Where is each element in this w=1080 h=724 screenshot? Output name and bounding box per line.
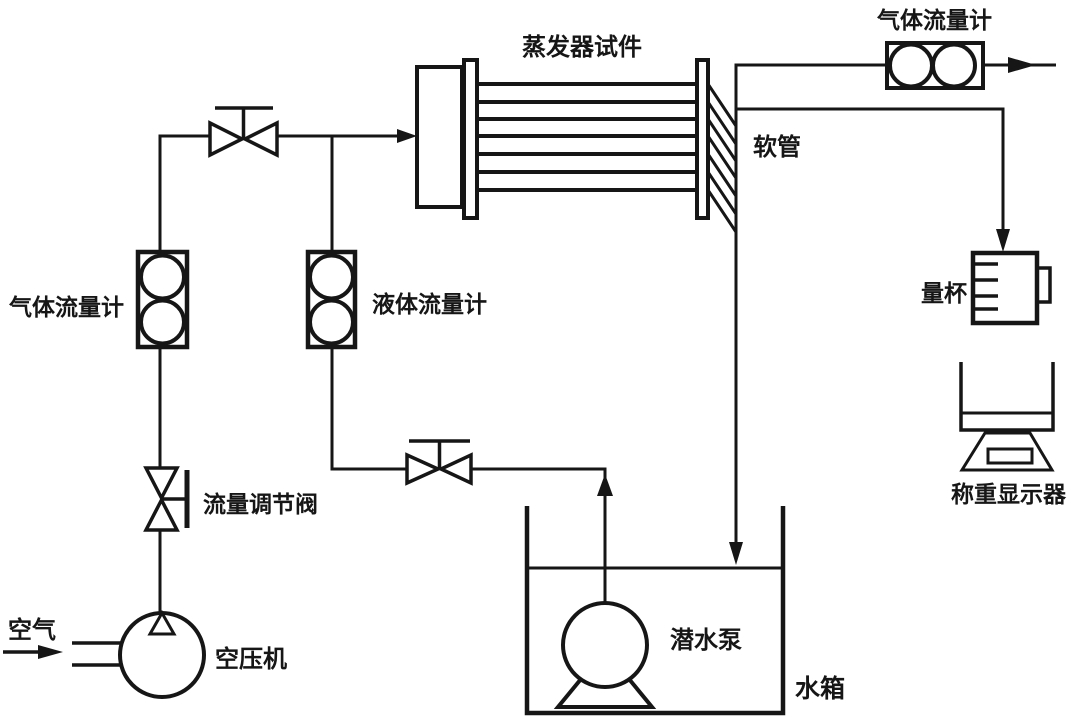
pump-base xyxy=(553,677,657,709)
hose-bundle xyxy=(706,83,738,233)
meter-roller-icon xyxy=(308,253,355,301)
evaporator-left-plate xyxy=(462,58,479,220)
valve-middle xyxy=(405,439,473,486)
label-gas-flow-meter-left: 气体流量计 xyxy=(8,294,124,320)
submersible-pump xyxy=(553,601,657,709)
pump-body xyxy=(561,601,649,689)
compressor-outlet-icon xyxy=(147,609,177,636)
valve-icon xyxy=(241,120,279,158)
arrow-air-inlet-icon xyxy=(38,645,63,659)
label-gas-flow-meter-top: 气体流量计 xyxy=(876,7,992,33)
scale-container xyxy=(959,362,1055,432)
evaporator-header-box xyxy=(415,65,464,209)
scale-readout xyxy=(986,447,1034,465)
gas-flow-meter-top xyxy=(885,41,985,90)
evaporator-test-section xyxy=(415,58,738,233)
label-liquid-flow-meter: 液体流量计 xyxy=(372,291,487,317)
label-submersible-pump: 潜水泵 xyxy=(670,627,742,654)
weighing-display xyxy=(959,362,1055,472)
tank-walls xyxy=(524,506,786,716)
meter-roller-icon xyxy=(888,42,934,89)
valve-icon xyxy=(436,452,473,486)
arrow-up-from-pump-icon xyxy=(597,474,613,496)
meter-roller-icon xyxy=(308,298,355,346)
label-hose: 软管 xyxy=(753,133,801,161)
flow-arrows xyxy=(38,57,1036,659)
valve-icon xyxy=(143,496,180,532)
label-weighing-display: 称重显示器 xyxy=(951,481,1067,507)
pipe-gasmeter-to-valve1 xyxy=(158,134,210,252)
cup-scale-ticks xyxy=(975,262,998,311)
label-flow-regulating-valve: 流量调节阀 xyxy=(203,491,318,517)
arrow-into-evaporator-icon xyxy=(397,129,417,143)
meter-roller-icon xyxy=(139,298,186,346)
valve-icon xyxy=(208,120,246,158)
air-inlet-stubs xyxy=(72,641,122,667)
gas-flow-meter-left xyxy=(135,249,190,350)
label-measuring-cup: 量杯 xyxy=(921,281,967,306)
arrow-exit-icon xyxy=(1008,57,1036,73)
water-tank xyxy=(524,506,786,716)
measuring-cup xyxy=(970,250,1052,326)
liquid-flow-meter xyxy=(305,249,358,350)
evaporator-right-plate xyxy=(695,58,710,220)
meter-roller-icon xyxy=(931,42,977,89)
pipe-outlet-riser xyxy=(734,63,887,557)
pipe-valve2-to-pump xyxy=(472,467,607,604)
meter-roller-icon xyxy=(139,253,186,301)
valve-icon xyxy=(143,466,180,502)
arrow-into-tank-icon xyxy=(729,542,743,565)
label-air-compressor: 空压机 xyxy=(215,645,287,673)
valve-top-left xyxy=(208,106,279,158)
piping xyxy=(3,63,1056,667)
pipe-liquidmeter-to-valve2 xyxy=(330,347,406,471)
flow-regulating-valve xyxy=(143,466,190,532)
label-air-inlet: 空气 xyxy=(8,616,56,644)
label-water-tank: 水箱 xyxy=(795,674,845,703)
arrow-into-cup-icon xyxy=(996,229,1010,252)
evaporator-tubes xyxy=(477,82,697,192)
pipe-branch-to-cup xyxy=(736,107,1005,244)
valve-icon xyxy=(405,452,443,486)
label-evaporator: 蒸发器试件 xyxy=(522,33,642,61)
air-compressor xyxy=(118,609,206,699)
